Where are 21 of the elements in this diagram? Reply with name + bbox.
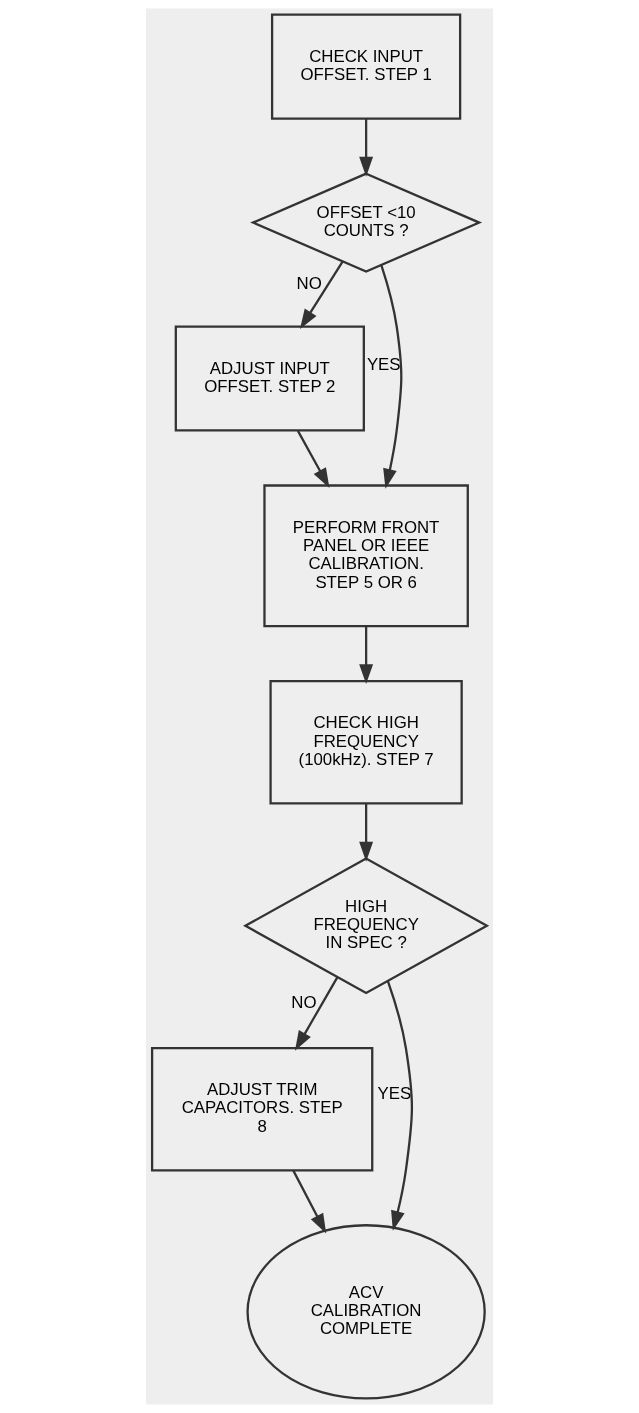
- node-diamond: HIGH FREQUENCY IN SPEC ?: [243, 857, 490, 995]
- node-box: ADJUST INPUT OFFSET. STEP 2: [174, 325, 365, 432]
- node-box: PERFORM FRONT PANEL OR IEEE CALIBRATION. STEP 5 OR 6: [263, 484, 469, 628]
- arrow: [359, 118, 374, 177]
- arrow: [296, 430, 330, 488]
- edge-label: YES: [366, 355, 401, 375]
- arrow: [359, 803, 374, 862]
- arrow: [359, 626, 374, 685]
- edge-label: NO: [291, 992, 317, 1012]
- edge-label: NO: [296, 274, 322, 293]
- node-box: CHECK INPUT OFFSET. STEP 1: [270, 13, 462, 120]
- arrow: [380, 265, 403, 489]
- arrow: [386, 980, 414, 1231]
- edge-label: YES: [377, 1084, 412, 1104]
- node-box: ADJUST TRIM CAPACITORS. STEP 8: [150, 1046, 374, 1172]
- arrow: [300, 260, 344, 330]
- node-ellipse: ACV CALIBRATION COMPLETE: [246, 1224, 486, 1400]
- arrow: [292, 1170, 327, 1234]
- node-box: CHECK HIGH FREQUENCY (100kHz). STEP 7: [269, 680, 463, 805]
- arrow: [294, 976, 339, 1051]
- node-diamond: OFFSET <10 COUNTS ?: [250, 172, 483, 273]
